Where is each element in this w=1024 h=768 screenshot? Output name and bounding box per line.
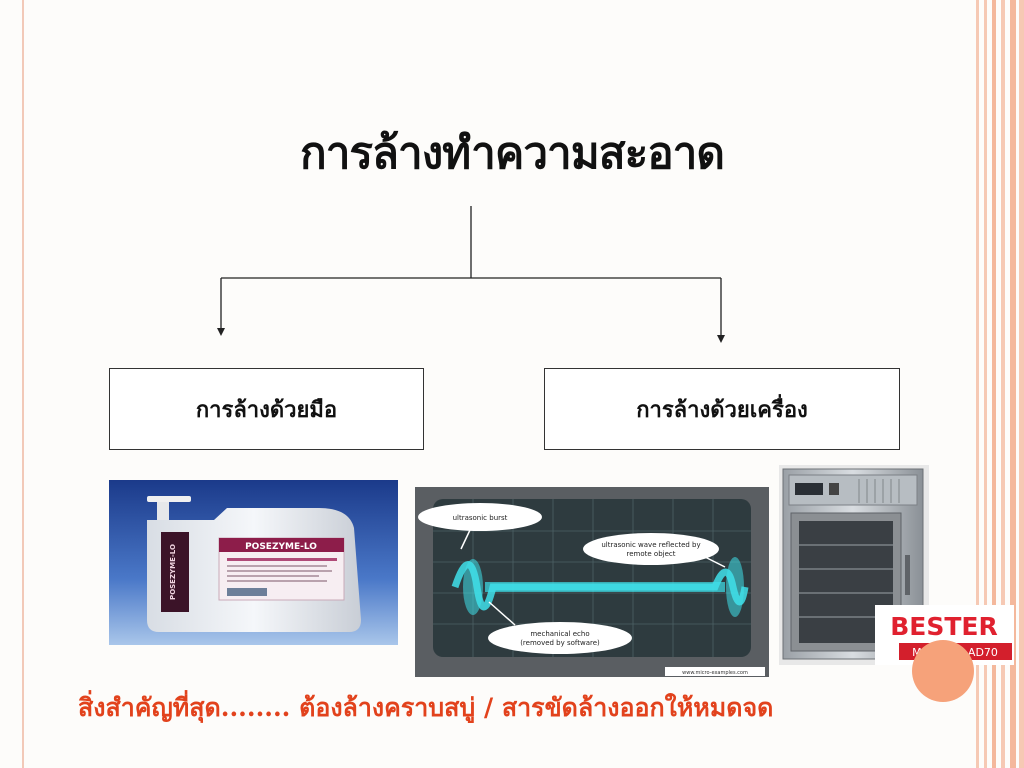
photo-credit: www.micro-examples.com — [682, 670, 748, 676]
brand-bester: BESTER — [890, 612, 998, 641]
branch-machine-washing: การล้างด้วยเครื่อง — [544, 368, 900, 450]
detergent-side-label: POSEZYME-LO — [169, 544, 177, 600]
branch-manual-washing: การล้างด้วยมือ — [109, 368, 424, 450]
callout-reflected-line2: remote object — [627, 550, 676, 558]
slide-title: การล้างทำความสะอาด — [300, 128, 725, 179]
branch-machine-label: การล้างด้วยเครื่อง — [636, 396, 808, 423]
callout-reflected-line1: ultrasonic wave reflected by — [601, 541, 700, 549]
arrow-right-icon — [717, 335, 725, 343]
detergent-photo: POSEZYME-LO POSEZYME-LO — [109, 480, 398, 645]
callout-echo-line2: (removed by software) — [520, 639, 600, 647]
decorative-stripes — [976, 0, 1024, 768]
decorative-circle — [912, 640, 974, 702]
washer-cabinet-photo: BESTER Model LM-AD70 — [779, 465, 1014, 665]
footer-note: สิ่งสำคัญที่สุด........ ต้องล้างคราบสบู่… — [78, 693, 774, 722]
left-border-line — [22, 0, 24, 768]
arrow-left-icon — [217, 328, 225, 336]
branch-manual-label: การล้างด้วยมือ — [195, 396, 338, 423]
ultrasound-photo: ultrasonic burst ultrasonic wave reflect… — [415, 487, 769, 677]
callout-echo-line1: mechanical echo — [530, 630, 589, 638]
callout-burst: ultrasonic burst — [453, 514, 508, 522]
detergent-brand-label: POSEZYME-LO — [245, 542, 317, 552]
